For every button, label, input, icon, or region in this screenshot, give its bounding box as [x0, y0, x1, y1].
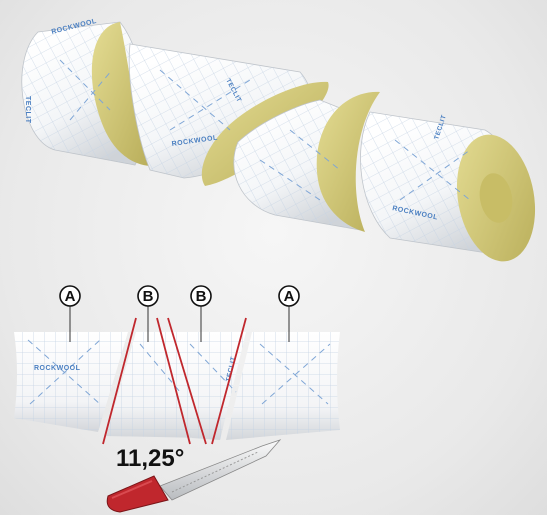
callout-4: A	[278, 285, 300, 342]
callout-1: A	[59, 285, 81, 342]
brand-label-2: TECLIT	[24, 96, 31, 124]
callout-3: B	[190, 285, 212, 342]
angle-label: 11,25°	[116, 445, 184, 472]
cut-line-1	[102, 317, 137, 445]
pipe-segment-3	[233, 91, 380, 232]
flat-sheet: ROCKWOOL TECLIT	[14, 317, 340, 445]
segmented-pipe: ROCKWOOL TECLIT ROCKWOOL TECLIT ROCKWOOL…	[21, 18, 536, 262]
cut-line-3	[167, 317, 207, 445]
knife-icon	[106, 439, 282, 513]
callout-label-4: A	[284, 288, 295, 305]
callout-label-2: B	[143, 288, 154, 305]
callout-label-1: A	[65, 288, 76, 305]
cut-line-4	[211, 317, 247, 445]
pipe-end-cap	[456, 134, 536, 262]
pipe-dash-marks	[59, 59, 471, 201]
callout-label-3: B	[196, 288, 207, 305]
callout-2: B	[137, 285, 159, 342]
sheet-brand-label-1: ROCKWOOL	[34, 365, 81, 372]
cut-line-2	[156, 317, 191, 445]
pipe-segment-1	[21, 21, 150, 166]
cut-lines	[102, 317, 247, 445]
